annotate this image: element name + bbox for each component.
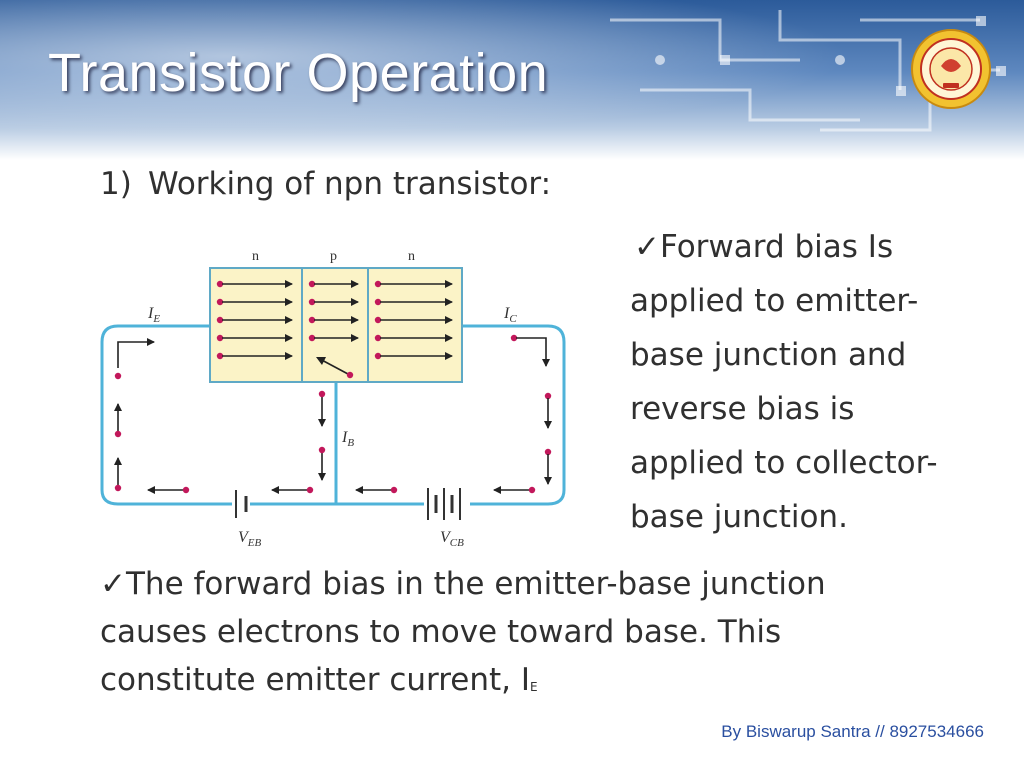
subscript-e: E	[530, 680, 538, 694]
circuit-wire	[100, 324, 566, 506]
region-label-collector: n	[408, 249, 415, 264]
header-banner	[0, 0, 1024, 160]
right-line: base junction and	[630, 337, 907, 373]
right-line: ✓Forward bias Is	[634, 229, 894, 265]
footer-credit: By Biswarup Santra // 8927534666	[721, 722, 984, 741]
bottom-line: constitute emitter current, IE	[100, 662, 538, 698]
left-wire-arrows	[114, 372, 122, 492]
electron-dot	[216, 334, 224, 342]
item-heading: Working of npn transistor:	[148, 166, 552, 202]
electron-dot	[216, 298, 224, 306]
label-ib: IB	[341, 429, 354, 449]
college-seal-icon	[911, 29, 991, 109]
bottom-wire-arrows	[147, 486, 536, 494]
label-vcb: VCB	[440, 529, 464, 549]
electron-dot	[374, 334, 382, 342]
check-mark-icon: ✓	[634, 229, 660, 265]
electron-dot	[374, 352, 382, 360]
emitter-current-arrow	[117, 338, 155, 368]
right-wire-arrows	[544, 392, 552, 485]
bottom-line: causes electrons to move toward base. Th…	[100, 614, 782, 650]
label-ic: IC	[503, 305, 517, 325]
label-veb: VEB	[238, 529, 262, 549]
electron-dot	[308, 316, 316, 324]
electron-dot	[374, 298, 382, 306]
electron-dot	[216, 280, 224, 288]
right-line: applied to emitter-	[630, 283, 919, 319]
electron-dot	[308, 298, 316, 306]
region-label-emitter: n	[252, 249, 259, 264]
transistor-block	[209, 267, 463, 383]
battery-veb	[232, 486, 250, 522]
region-label-base: p	[330, 249, 337, 264]
electron-dot	[374, 316, 382, 324]
base-lead-arrows	[318, 390, 326, 481]
electron-dot	[308, 280, 316, 288]
header-glow	[0, 0, 1024, 160]
bottom-line: ✓The forward bias in the emitter-base ju…	[100, 566, 826, 602]
base-recombination-arrow	[316, 357, 354, 379]
slide-title: Transistor Operation	[48, 43, 549, 103]
battery-vcb	[424, 484, 470, 524]
right-line: base junction.	[630, 499, 848, 535]
check-mark-icon: ✓	[100, 566, 126, 602]
label-ie: IE	[147, 305, 160, 325]
electron-arrows	[216, 280, 453, 360]
electron-dot	[216, 316, 224, 324]
bottom-paragraph: ✓The forward bias in the emitter-base ju…	[100, 560, 1000, 704]
right-line: reverse bias is	[630, 391, 855, 427]
item-number: 1)	[100, 166, 132, 202]
collector-current-arrow	[510, 334, 550, 367]
npn-transistor-diagram: n p n	[100, 249, 566, 549]
electron-dot	[308, 334, 316, 342]
right-line: applied to collector-	[630, 445, 938, 481]
electron-dot	[216, 352, 224, 360]
electron-dot	[374, 280, 382, 288]
right-column-text: ✓Forward bias Is applied to emitter- bas…	[630, 220, 990, 544]
